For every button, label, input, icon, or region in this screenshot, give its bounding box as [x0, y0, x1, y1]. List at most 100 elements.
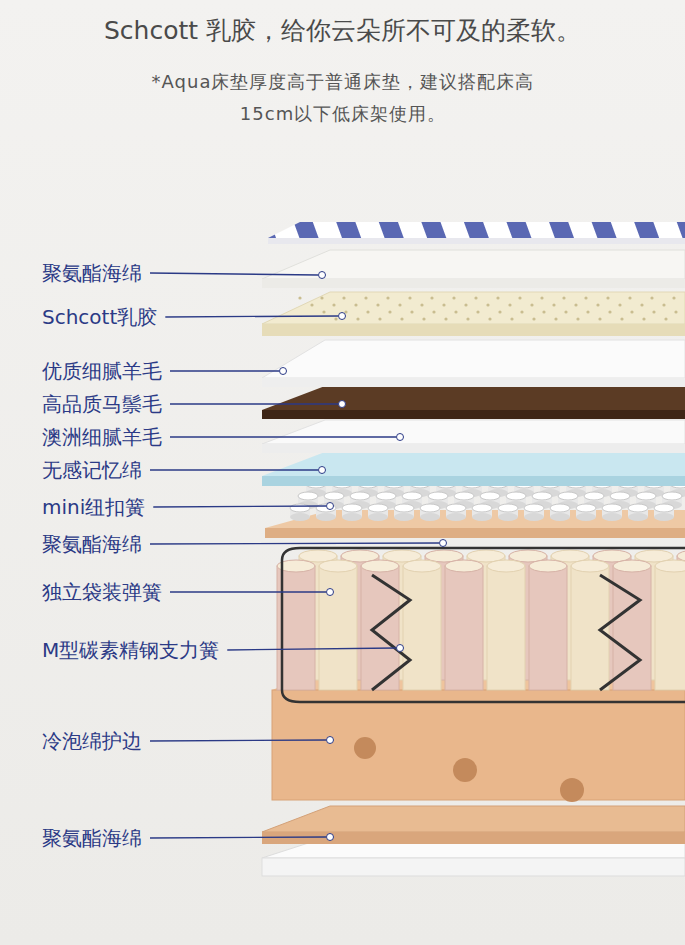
mini-spring-top	[368, 504, 388, 512]
memory-foam-layer	[262, 452, 685, 486]
mini-spring-top	[550, 504, 570, 512]
leader-dot	[327, 589, 334, 596]
latex-hole	[354, 303, 357, 306]
leader-dot	[397, 434, 404, 441]
mini-spring-top	[428, 492, 448, 500]
leader-line	[150, 273, 318, 275]
latex-hole	[510, 317, 513, 320]
mini-spring-bottom	[524, 513, 544, 521]
mini-spring-top	[636, 492, 656, 500]
mini-spring-bottom	[628, 513, 648, 521]
leader-line	[170, 436, 396, 437]
mini-spring-bottom	[342, 513, 362, 521]
latex-hole	[598, 317, 601, 320]
wool-layer	[262, 340, 685, 387]
latex-hole	[320, 296, 323, 299]
latex-hole	[488, 317, 491, 320]
latex-hole	[332, 303, 335, 306]
latex-hole	[386, 296, 389, 299]
mini-spring-top	[290, 504, 310, 512]
top-foam-layer	[262, 250, 685, 288]
latex-hole	[366, 310, 369, 313]
pocket-spring	[403, 566, 441, 690]
mini-spring-top	[576, 504, 596, 512]
pocket-spring	[655, 566, 685, 690]
mini-spring-top	[628, 504, 648, 512]
latex-hole	[486, 303, 489, 306]
horsehair-layer	[262, 386, 685, 419]
mini-spring-top	[532, 492, 552, 500]
mini-spring-top	[654, 504, 674, 512]
latex-hole	[474, 296, 477, 299]
mini-spring-bottom	[654, 513, 674, 521]
pocket-spring-top	[403, 560, 441, 572]
page-title: Schcott 乳胶，给你云朵所不可及的柔软。	[0, 14, 685, 47]
latex-hole	[620, 317, 623, 320]
latex-hole	[664, 317, 667, 320]
latex-hole	[554, 317, 557, 320]
part-label: 优质细腻羊毛	[42, 359, 162, 383]
latex-hole	[642, 317, 645, 320]
latex-hole	[464, 303, 467, 306]
leader-line	[150, 837, 326, 838]
mini-spring-bottom	[368, 513, 388, 521]
latex-hole	[376, 303, 379, 306]
leader-dot	[327, 503, 334, 510]
latex-hole	[344, 310, 347, 313]
part-label: mini纽扣簧	[42, 495, 145, 519]
pocket-spring-top	[571, 560, 609, 572]
latex-hole	[674, 310, 677, 313]
bottom-foam-layer	[262, 806, 685, 844]
latex-hole	[520, 310, 523, 313]
latex-hole	[400, 317, 403, 320]
latex-hole	[630, 310, 633, 313]
latex-hole	[530, 303, 533, 306]
latex-hole	[672, 296, 675, 299]
mini-spring-bottom	[602, 513, 622, 521]
steel-frame	[282, 548, 685, 702]
latex-hole	[540, 296, 543, 299]
leader-line	[153, 506, 326, 507]
latex-hole	[652, 310, 655, 313]
leader-dot	[319, 272, 326, 279]
mini-spring-top	[498, 504, 518, 512]
mini-spring-top	[324, 492, 344, 500]
pocket-spring	[487, 566, 525, 690]
latex-hole	[576, 317, 579, 320]
mini-spring-top	[602, 504, 622, 512]
latex-hole	[388, 310, 391, 313]
mini-spring-bottom	[290, 513, 310, 521]
mini-spring-bottom	[394, 513, 414, 521]
latex-hole	[420, 303, 423, 306]
latex-hole	[364, 296, 367, 299]
mini-spring-top	[506, 492, 526, 500]
leader-dot	[339, 313, 346, 320]
pocket-springs	[277, 550, 685, 690]
latex-hole	[430, 296, 433, 299]
latex-holes	[298, 296, 677, 320]
part-label: 聚氨酯海绵	[42, 261, 142, 285]
latex-hole	[606, 296, 609, 299]
latex-hole	[552, 303, 555, 306]
mini-spring-bottom	[498, 513, 518, 521]
mini-spring-top	[524, 504, 544, 512]
mini-spring-top	[420, 504, 440, 512]
latex-hole	[508, 303, 511, 306]
latex-hole	[640, 303, 643, 306]
latex-hole	[532, 317, 535, 320]
mini-spring-top	[480, 492, 500, 500]
leader-line	[170, 370, 279, 371]
mini-spring-top	[584, 492, 604, 500]
pocket-spring-top	[487, 560, 525, 572]
pocket-spring-top	[319, 560, 357, 572]
mini-spring-bottom	[576, 513, 596, 521]
latex-hole	[408, 296, 411, 299]
mini-spring-top	[350, 492, 370, 500]
part-label: 澳洲细腻羊毛	[42, 425, 162, 449]
latex-hole	[454, 310, 457, 313]
latex-hole	[398, 303, 401, 306]
mini-spring-top	[376, 492, 396, 500]
note-text: *Aqua床垫厚度高于普通床垫，建议搭配床高15cm以下低床架使用。	[148, 66, 538, 130]
mini-spring-bottom	[420, 513, 440, 521]
leader-dot	[339, 401, 346, 408]
